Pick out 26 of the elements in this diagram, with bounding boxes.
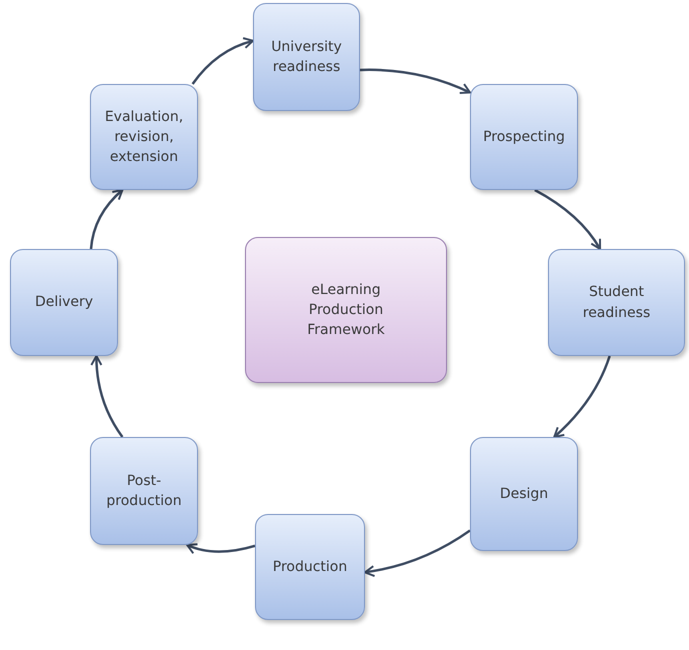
box-label: Post-production — [105, 472, 183, 511]
arrow — [90, 189, 124, 250]
box-label: University readiness — [270, 38, 343, 77]
process-box — [90, 84, 198, 190]
process-box — [470, 437, 578, 551]
box-label: Production — [272, 558, 348, 577]
process-box — [548, 249, 685, 356]
box-label: Evaluation, revision, extension — [104, 108, 184, 168]
box-label: eLearning Production Framework — [306, 280, 386, 340]
process-box — [253, 3, 360, 111]
process-box — [470, 84, 578, 190]
arrow — [360, 68, 471, 94]
box-label: Student readiness — [582, 283, 652, 322]
process-box — [10, 249, 118, 356]
box-label: Delivery — [34, 293, 94, 312]
box-label: Design — [500, 484, 548, 504]
arrow — [553, 356, 611, 438]
arrow — [186, 542, 256, 554]
process-box — [255, 514, 365, 620]
arrow — [534, 188, 602, 250]
process-box — [90, 437, 198, 545]
box-label: Prospecting — [483, 128, 565, 147]
center-box — [245, 237, 447, 383]
arrow — [90, 355, 124, 438]
arrow — [364, 529, 471, 577]
arrow — [192, 37, 254, 85]
